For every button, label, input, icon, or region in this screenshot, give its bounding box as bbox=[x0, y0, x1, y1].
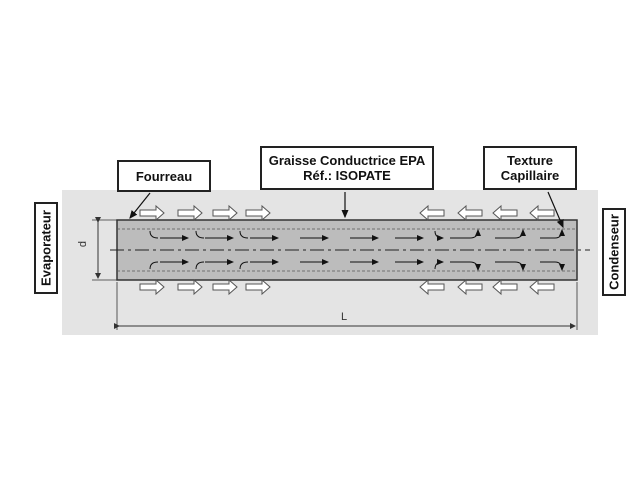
fourreau-label: Fourreau bbox=[117, 160, 211, 192]
texture-label: Texture Capillaire bbox=[483, 146, 577, 190]
dimension-l-text: L bbox=[341, 311, 348, 323]
vapor-flow-arrows-top bbox=[160, 229, 565, 241]
graisse-text-line2: Réf.: ISOPATE bbox=[303, 168, 391, 183]
heat-input-arrows-top bbox=[139, 204, 271, 222]
condenseur-text: Condenseur bbox=[606, 214, 622, 290]
graisse-label: Graisse Conductrice EPA Réf.: ISOPATE bbox=[260, 146, 434, 190]
graisse-text-line1: Graisse Conductrice EPA bbox=[268, 153, 426, 168]
fourreau-leader bbox=[129, 192, 151, 219]
vapor-flow-arrows-bottom bbox=[160, 259, 565, 271]
heat-output-arrows-top bbox=[419, 204, 555, 222]
evaporateur-text: Evaporateur bbox=[38, 210, 54, 286]
liquid-return-hooks bbox=[149, 230, 444, 270]
condenseur-label: Condenseur bbox=[602, 208, 626, 296]
fourreau-text: Fourreau bbox=[135, 168, 193, 184]
dimension-d-text: d bbox=[77, 240, 90, 248]
heat-input-arrows-bottom bbox=[139, 278, 271, 296]
evaporateur-label: Evaporateur bbox=[34, 202, 58, 294]
texture-text-line1: Texture bbox=[507, 153, 553, 168]
heat-output-arrows-bottom bbox=[419, 278, 555, 296]
texture-leader bbox=[547, 191, 564, 229]
texture-text-line2: Capillaire bbox=[500, 168, 560, 183]
